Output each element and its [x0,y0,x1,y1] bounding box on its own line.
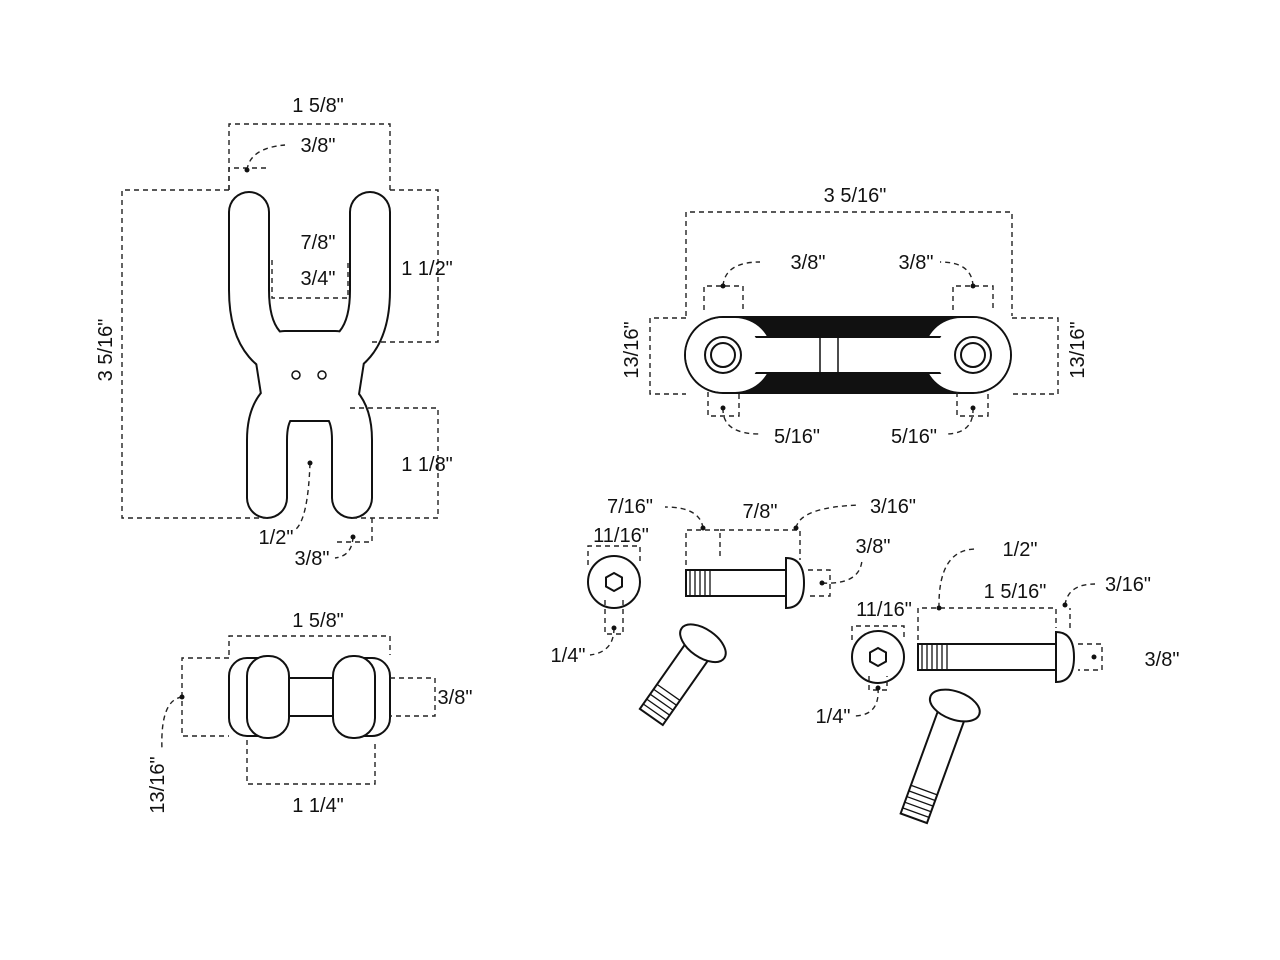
hole-icon [317,370,327,380]
long-bolt-hex-label: 1/4" [816,706,851,728]
connector-part [684,316,1012,394]
short-bolt-head-dia-label: 11/16" [593,525,649,547]
connector-left-hole-label: 5/16" [774,426,820,448]
x-link-upper-outer-label: 7/8" [301,232,336,254]
x-link-lower-depth-label: 1 1/8" [401,454,453,476]
x-link-part [228,191,391,519]
x-link-end-view-part [228,655,391,739]
connector-length-label: 3 5/16" [824,185,887,207]
short-bolt-part [587,555,806,727]
connector-right-hole-label: 5/16" [891,426,937,448]
long-bolt-part [851,630,1076,825]
long-bolt-head-len-label: 1/2" [1003,539,1038,561]
connector-left-eye-label: 3/8" [791,252,826,274]
x-link-end-view-dimensions [161,635,436,785]
short-bolt-head-thick-label: 3/16" [870,496,916,518]
short-bolt-head-len-label: 7/16" [607,496,653,518]
long-bolt-shank-len-label: 1 5/16" [984,581,1047,603]
long-bolt-head-dia-label: 11/16" [856,599,912,621]
end-view-thickness-label: 13/16" [147,756,169,813]
short-bolt-shank-len-label: 7/8" [743,501,778,523]
x-link-lower-gap-label: 1/2" [259,527,294,549]
x-link-upper-depth-label: 1 1/2" [401,258,453,280]
hole-icon [291,370,301,380]
end-view-width-label: 1 5/8" [292,610,344,632]
long-bolt-shank-dia-label: 3/8" [1145,649,1180,671]
short-bolt-dimensions [587,504,863,656]
connector-right-eye-label: 3/8" [899,252,934,274]
short-bolt-hex-label: 1/4" [551,645,586,667]
x-link-arm-width-label: 3/8" [301,135,336,157]
x-link-width-label: 1 5/8" [292,95,344,117]
x-link-dimensions [121,123,439,559]
connector-dimensions [649,211,1059,435]
x-link-upper-inner-label: 3/4" [301,268,336,290]
long-bolt-dimensions [851,548,1103,717]
x-link-height-label: 3 5/16" [95,319,117,382]
long-bolt-head-thick-label: 3/16" [1105,574,1151,596]
x-link-lower-arm-label: 3/8" [295,548,330,570]
end-view-pin-label: 3/8" [438,687,473,709]
end-view-inner-width-label: 1 1/4" [292,795,344,817]
short-bolt-shank-dia-label: 3/8" [856,536,891,558]
connector-left-height-label: 13/16" [621,321,643,378]
connector-right-height-label: 13/16" [1067,321,1089,378]
